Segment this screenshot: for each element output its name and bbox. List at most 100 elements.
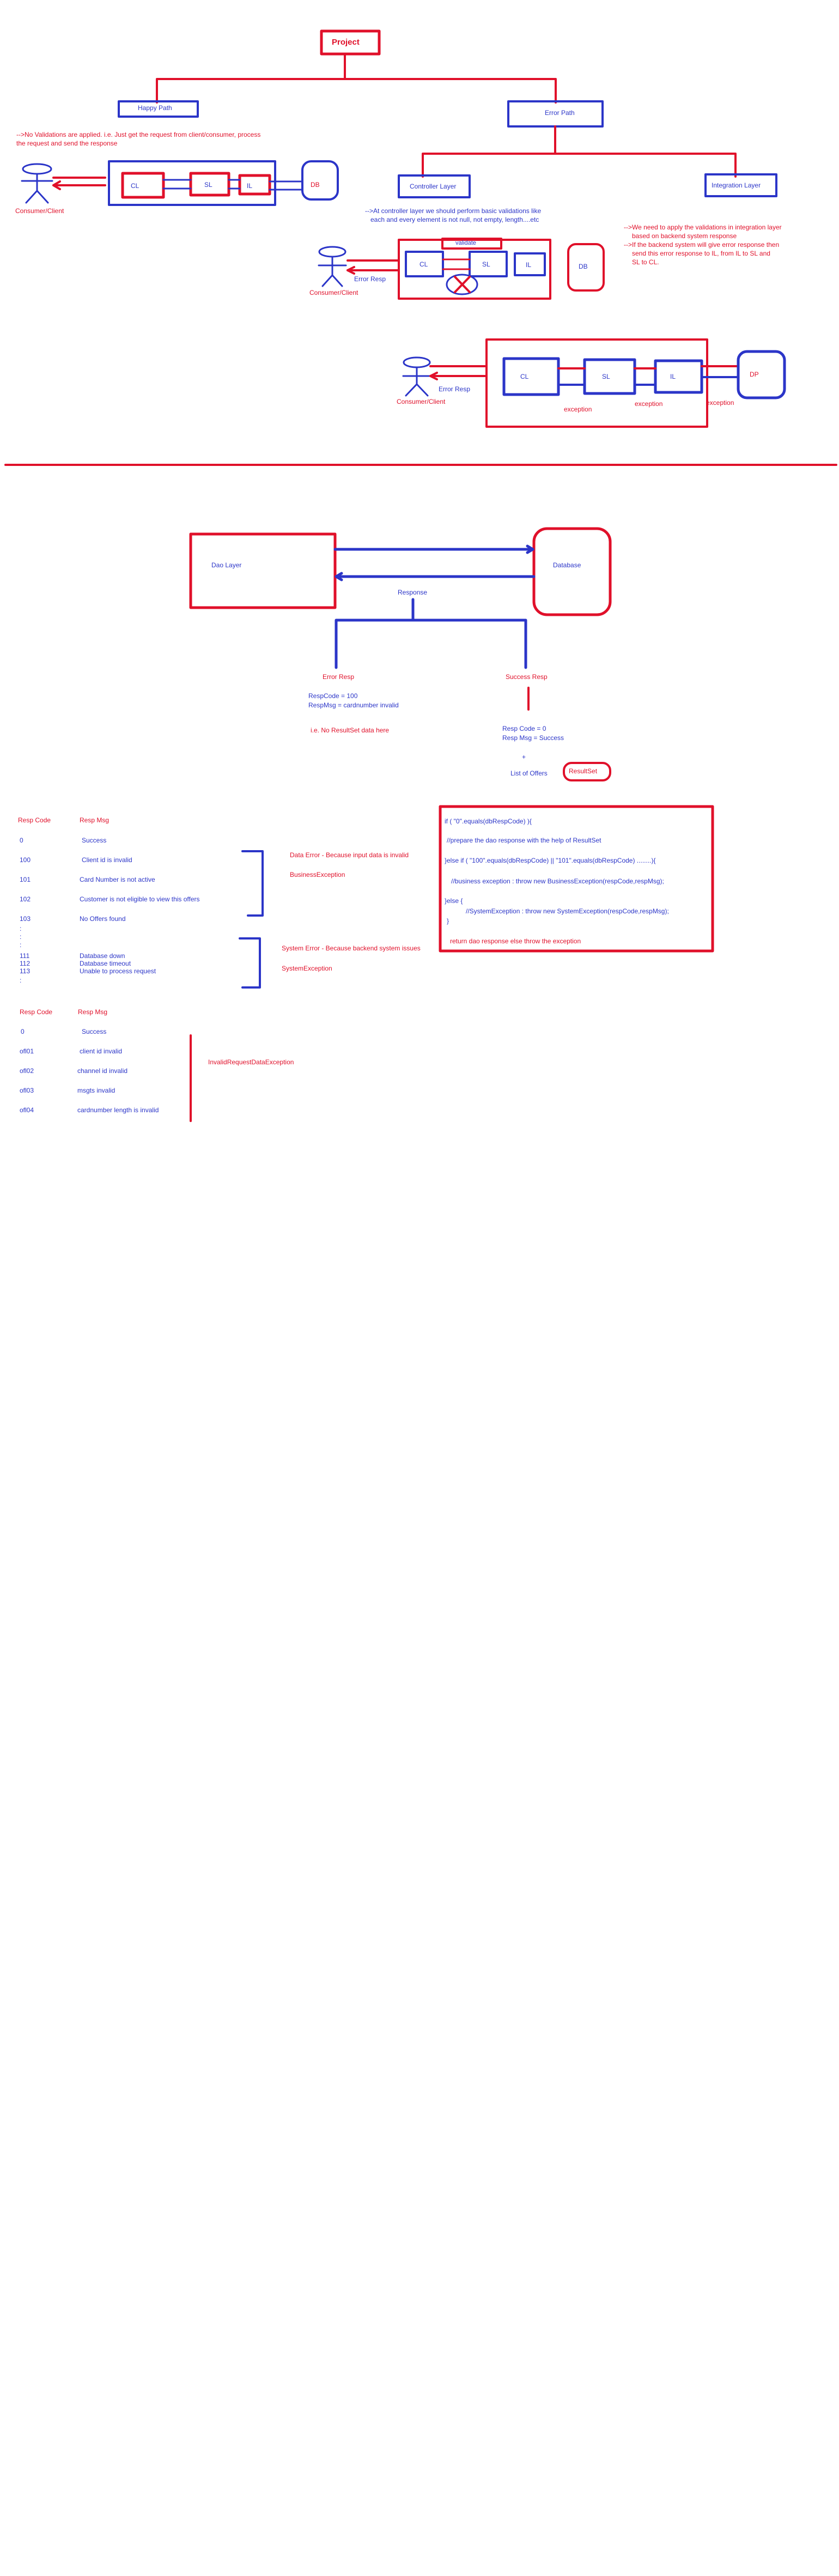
code-line: }else if ( "100".equals(dbRespCode) || "…	[445, 857, 656, 864]
stick-figure-controller	[318, 246, 347, 287]
happy-cl-label: CL	[131, 182, 139, 190]
table2-row-msg: msgts invalid	[77, 1087, 115, 1094]
table1-row-msg: Client id is invalid	[82, 856, 132, 864]
controller-db-box	[567, 243, 605, 292]
dao-layer-label: Dao Layer	[211, 561, 242, 569]
validate-box	[441, 238, 502, 250]
table1-row-msg: Unable to process request	[80, 967, 156, 975]
resultset-label: ResultSet	[569, 767, 598, 775]
dao-layer-box	[189, 532, 337, 609]
error-resp-msg: RespMsg = cardnumber invalid	[308, 701, 399, 709]
error-resp-code: RespCode = 100	[308, 692, 358, 700]
exception-label-2: exception	[635, 400, 663, 408]
invalid-request-exception-label: InvalidRequestDataException	[208, 1058, 294, 1066]
project-label: Project	[332, 38, 360, 47]
table1-row-code: 112	[20, 960, 31, 967]
integration-cl-box	[502, 357, 560, 396]
dao-response-arrow	[335, 572, 536, 581]
table1-row-code: :	[20, 933, 22, 941]
integration-dp-box	[737, 350, 786, 399]
success-resp-code: Resp Code = 0	[502, 725, 546, 732]
integration-client-arrows	[429, 365, 486, 380]
code-line: //prepare the dao response with the help…	[447, 837, 601, 844]
happy-il-label: IL	[247, 182, 253, 190]
happy-db-box	[301, 160, 339, 201]
integration-note-line2: based on backend system response	[632, 232, 737, 240]
system-error-label: System Error - Because backend system is…	[282, 944, 421, 952]
table2-header-code: Resp Code	[20, 1008, 53, 1016]
happy-consumer-label: Consumer/Client	[15, 207, 64, 215]
table1-row-code: 103	[20, 915, 31, 923]
table1-row-msg: Card Number is not active	[80, 876, 155, 883]
dao-request-arrow	[333, 544, 534, 554]
table2-row-msg: cardnumber length is invalid	[77, 1106, 159, 1114]
happy-sl-label: SL	[204, 181, 212, 189]
code-box	[439, 805, 714, 953]
list-of-offers: List of Offers	[510, 769, 548, 777]
exception-label-3: exception	[706, 399, 734, 407]
resultset-box	[563, 762, 611, 781]
happy-sl-box	[189, 172, 230, 197]
integration-request-arrows	[557, 365, 739, 369]
data-error-label: Data Error - Because input data is inval…	[290, 851, 409, 859]
integration-cl-label: CL	[520, 373, 529, 380]
system-exception-label: SystemException	[282, 965, 332, 972]
table2-header-msg: Resp Msg	[78, 1008, 108, 1016]
table2-row-code: ofl01	[20, 1047, 34, 1055]
controller-il-box	[514, 252, 546, 276]
validate-label: validate	[455, 240, 476, 246]
response-branch-lines	[335, 598, 527, 669]
happy-note-line1: -->No Validations are applied. i.e. Just…	[16, 131, 261, 138]
business-exception-label: BusinessException	[290, 871, 345, 878]
integration-note-line1: -->We need to apply the validations in i…	[624, 223, 782, 231]
controller-cl-box	[405, 251, 444, 277]
data-error-bracket	[241, 850, 264, 917]
code-line: }	[447, 917, 449, 925]
table1-row-code: 111	[20, 952, 30, 960]
success-resp-label: Success Resp	[506, 673, 548, 681]
error-resp-label: Error Resp	[323, 673, 355, 681]
table1-row-code: 0	[20, 837, 23, 844]
project-tree-lines	[156, 53, 557, 104]
integration-note-line5: SL to CL.	[632, 258, 659, 266]
happy-container-box	[108, 160, 276, 206]
table1-row-msg: Success	[82, 837, 107, 844]
happy-client-arrows	[52, 177, 106, 190]
table2-row-code: ofl03	[20, 1087, 34, 1094]
integration-response-arrows	[557, 376, 739, 386]
controller-note-line1: -->At controller layer we should perform…	[365, 207, 542, 215]
integration-note-line3: -->If the backend system will give error…	[624, 241, 780, 248]
table1-row-msg: Database timeout	[80, 960, 131, 967]
controller-sl-label: SL	[482, 260, 490, 268]
table2-row-msg: Success	[82, 1028, 107, 1035]
controller-error-resp-label: Error Resp	[354, 275, 386, 283]
table1-row-code: :	[20, 925, 22, 932]
table1-header-msg: Resp Msg	[80, 816, 110, 824]
database-box	[532, 527, 612, 616]
system-error-bracket	[239, 937, 261, 989]
table1-row-code: 113	[20, 967, 31, 975]
table2-row-code: 0	[21, 1028, 25, 1035]
table2-row-code: ofl04	[20, 1106, 34, 1114]
table2-row-code: ofl02	[20, 1067, 34, 1075]
success-resp-msg: Resp Msg = Success	[502, 734, 564, 742]
integration-container-box	[485, 338, 708, 428]
table1-row-code: :	[20, 977, 22, 984]
integration-il-label: IL	[670, 373, 676, 380]
error-path-label: Error Path	[545, 109, 575, 117]
code-line: if ( "0".equals(dbRespCode) ){	[445, 817, 532, 825]
database-label: Database	[553, 561, 581, 569]
controller-client-arrows	[346, 259, 399, 275]
integration-sl-label: SL	[602, 373, 610, 380]
stick-figure-happy	[21, 163, 53, 204]
controller-sl-box	[469, 251, 508, 277]
table1-row-code: 101	[20, 876, 31, 883]
controller-note-line2: each and every element is not null, not …	[370, 216, 539, 223]
integration-layer-label: Integration Layer	[712, 181, 761, 189]
error-tree-lines	[422, 125, 737, 178]
table1-row-code: 102	[20, 895, 31, 903]
controller-db-label: DB	[579, 263, 588, 270]
code-line: //SystemException : throw new SystemExce…	[466, 907, 669, 915]
integration-sl-box	[583, 358, 636, 395]
plus-sign: +	[522, 753, 526, 761]
